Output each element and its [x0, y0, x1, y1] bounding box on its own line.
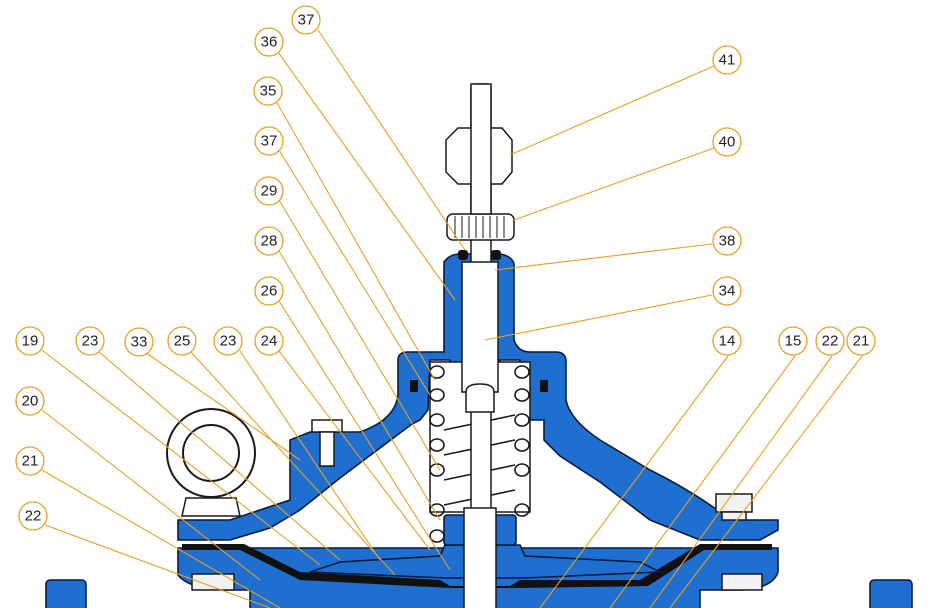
callout-c37b: 37: [254, 126, 284, 156]
leader-c22b: [649, 355, 833, 608]
callout-label: 23: [82, 333, 99, 350]
callout-label: 29: [261, 183, 278, 200]
callout-c41: 41: [712, 45, 742, 75]
callout-label: 24: [261, 333, 278, 350]
callout-label: 21: [853, 333, 870, 350]
callout-c21b: 21: [846, 326, 876, 356]
callout-c29: 29: [254, 176, 284, 206]
leader-lines: [41, 29, 863, 608]
callout-label: 28: [261, 233, 278, 250]
callout-c24: 24: [254, 326, 284, 356]
leader-c26: [278, 300, 451, 571]
leader-c20: [41, 409, 261, 581]
leader-c28: [278, 250, 441, 521]
leader-c35: [275, 100, 436, 381]
callout-c22a: 22: [18, 501, 48, 531]
callout-label: 38: [719, 233, 736, 250]
leader-c33: [144, 351, 301, 461]
leader-c21a: [41, 469, 281, 608]
callout-c26: 26: [254, 276, 284, 306]
leader-c41: [509, 65, 715, 156]
callout-label: 20: [22, 393, 39, 410]
leader-c21b: [669, 355, 863, 608]
leader-c29: [278, 199, 441, 471]
seal-left: [410, 380, 418, 392]
left-flange-stub: [45, 579, 87, 608]
callout-label: 26: [261, 283, 278, 300]
callout-label: 23: [220, 333, 237, 350]
callout-label: 22: [822, 333, 839, 350]
stem-guide: [461, 261, 499, 393]
callout-c22b: 22: [815, 326, 845, 356]
leader-c23b: [239, 350, 381, 561]
callout-c23a: 23: [75, 326, 105, 356]
knurl-lines: [454, 216, 505, 238]
callout-c33: 33: [124, 327, 154, 357]
leader-c38: [494, 243, 713, 271]
leader-c36: [277, 51, 456, 301]
callout-label: 25: [174, 333, 191, 350]
callout-label: 40: [719, 134, 736, 151]
leader-c34: [484, 294, 713, 341]
stem-lower: [463, 507, 497, 608]
eye-bolt: [166, 408, 256, 517]
leader-c19: [41, 349, 321, 566]
leader-c24: [278, 350, 431, 551]
nut-left-lower: [191, 573, 235, 591]
callout-c19: 19: [15, 326, 45, 356]
callout-label: 33: [131, 334, 148, 351]
vent-plug: [311, 419, 343, 467]
callout-label: 36: [261, 34, 278, 51]
callout-c36: 36: [254, 27, 284, 57]
callout-label: 34: [719, 283, 736, 300]
callout-c25: 25: [167, 326, 197, 356]
callout-c23b: 23: [213, 326, 243, 356]
callout-label: 41: [719, 52, 736, 69]
callout-label: 14: [719, 333, 736, 350]
o-ring-right: [491, 250, 501, 260]
callout-label: 35: [260, 83, 277, 100]
callout-c14: 14: [712, 326, 742, 356]
callout-c38: 38: [712, 226, 742, 256]
callout-c34: 34: [712, 276, 742, 306]
callout-c37a: 37: [291, 5, 321, 35]
stem-ball-end: [465, 383, 495, 413]
stem-top-visible: [470, 83, 492, 215]
callout-c21a: 21: [15, 446, 45, 476]
callout-c40: 40: [712, 127, 742, 157]
leader-c14: [539, 355, 729, 608]
callout-label: 37: [298, 12, 315, 29]
diaphragm-gasket: [182, 544, 772, 588]
callout-c35: 35: [253, 76, 283, 106]
leader-c37b: [278, 149, 431, 396]
seal-right: [540, 380, 548, 392]
nut-right-lower: [721, 573, 763, 591]
callout-label: 22: [25, 508, 42, 525]
o-ring-left: [458, 250, 468, 260]
leader-c15: [609, 355, 796, 608]
callout-c15: 15: [778, 326, 808, 356]
callout-label: 19: [22, 333, 39, 350]
callout-label: 37: [261, 133, 278, 150]
hex-bolt-right: [715, 493, 753, 521]
callout-c20: 20: [15, 386, 45, 416]
callout-label: 21: [22, 453, 39, 470]
callout-label: 15: [785, 333, 802, 350]
leader-c40: [513, 147, 715, 221]
callout-c28: 28: [254, 226, 284, 256]
leader-c25: [189, 350, 396, 576]
leader-c22a: [44, 524, 271, 608]
right-flange-stub: [869, 579, 913, 608]
leader-c23a: [97, 350, 341, 561]
leader-c37a: [317, 29, 466, 251]
